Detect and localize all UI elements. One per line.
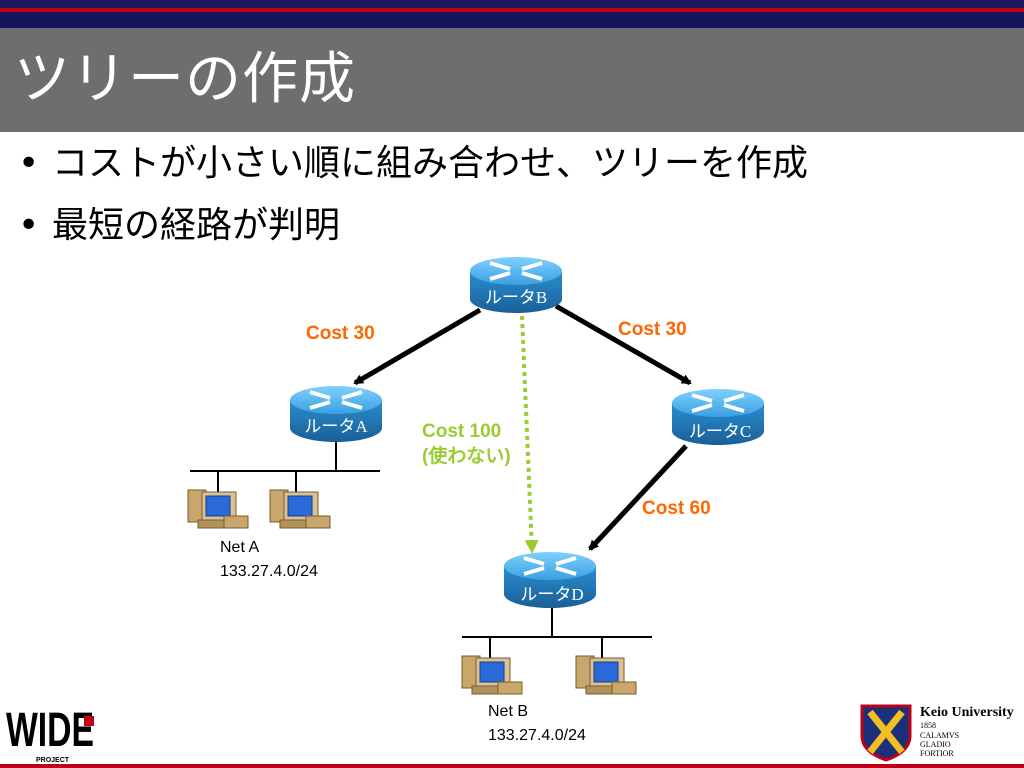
bullet-item: •最短の経路が判明 <box>18 205 341 246</box>
bullet-text: コストが小さい順に組み合わせ、ツリーを作成 <box>52 143 809 184</box>
wide-logo-dot <box>84 716 94 726</box>
unused-note: (使わない) <box>422 445 511 467</box>
net-a-name: Net A <box>220 539 259 556</box>
keio-motto-1: CALAMVS <box>920 731 959 740</box>
router-a-label: ルータA <box>304 417 368 436</box>
net-b-name: Net B <box>488 703 528 720</box>
router-d-label: ルータD <box>520 585 583 604</box>
wide-logo-sub: PROJECT <box>36 757 70 764</box>
bullet-text: 最短の経路が判明 <box>52 205 341 246</box>
link-b-d-unused <box>520 315 539 554</box>
keio-university-logo: Keio University 1858 CALAMVS GLADIO FORT… <box>860 704 1014 762</box>
cost-label-b-a: Cost 30 <box>306 323 375 344</box>
header-band-navy <box>0 12 1024 28</box>
pc-icon <box>461 655 523 695</box>
wide-project-logo: WIDE PROJECT <box>6 704 94 764</box>
pc-icon <box>575 655 637 695</box>
keio-motto-2: GLADIO <box>920 740 951 749</box>
header-band-top <box>0 0 1024 8</box>
wide-logo-text: WIDE <box>6 704 94 757</box>
header-band-red <box>0 8 1024 12</box>
slide-title: ツリーの作成 <box>14 47 356 112</box>
net-a-address: 133.27.4.0/24 <box>220 563 318 580</box>
bullet-list: •コストが小さい順に組み合わせ、ツリーを作成 •最短の経路が判明 <box>18 144 808 268</box>
net-b-address: 133.27.4.0/24 <box>488 727 586 744</box>
link-b-a <box>353 307 482 386</box>
cost-label-c-d: Cost 60 <box>642 498 711 519</box>
pc-icon <box>187 489 249 529</box>
title-bar <box>0 28 1024 132</box>
keio-year: 1858 <box>920 721 936 730</box>
link-b-c <box>554 303 692 386</box>
cost-label-b-d: Cost 100 <box>422 421 501 442</box>
keio-name: Keio University <box>920 705 1014 720</box>
keio-motto-3: FORTIOR <box>920 749 954 758</box>
link-c-d <box>588 444 688 551</box>
pc-icon <box>269 489 331 529</box>
cost-label-b-c: Cost 30 <box>618 319 687 340</box>
router-b-label: ルータB <box>485 288 547 307</box>
router-c-label: ルータC <box>689 422 751 441</box>
footer-band-red <box>0 764 1024 768</box>
bullet-item: •コストが小さい順に組み合わせ、ツリーを作成 <box>18 143 809 184</box>
